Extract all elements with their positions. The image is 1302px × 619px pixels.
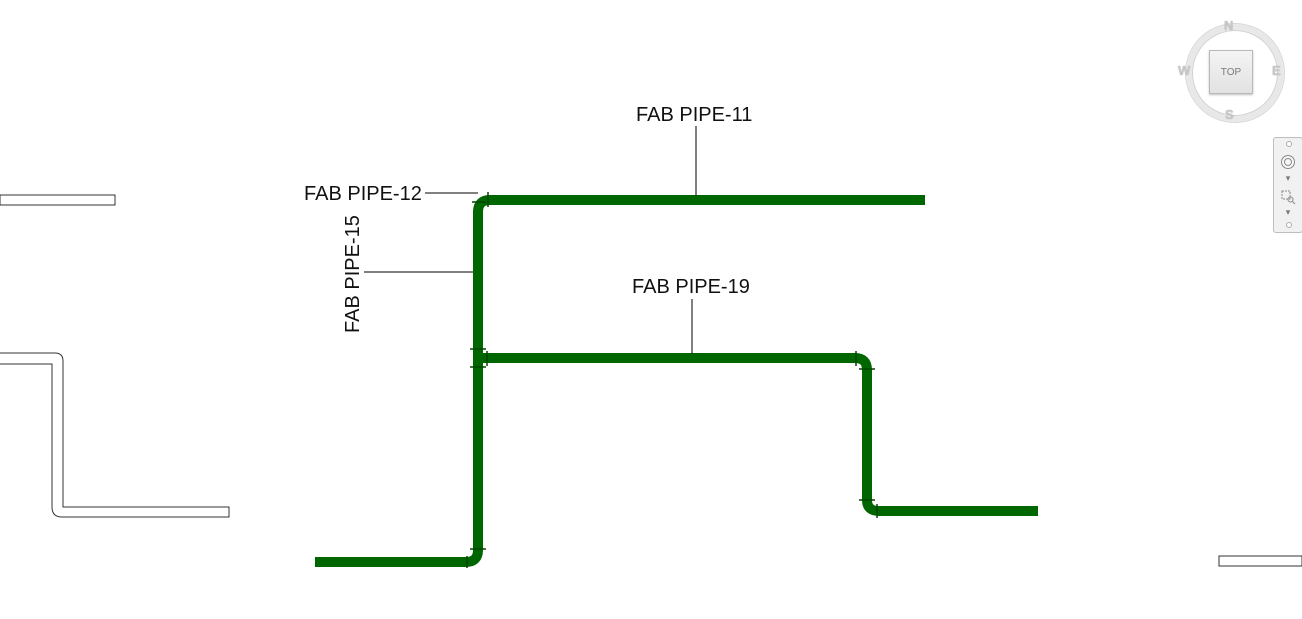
pipe-15-tag[interactable]: FAB PIPE-15 (342, 215, 364, 333)
pipe-fittings (466, 192, 878, 568)
zoom-region-icon[interactable] (1278, 188, 1298, 206)
fab-pipe-19[interactable] (478, 353, 1038, 516)
ghost-pipe-left-elbow[interactable] (0, 352, 230, 518)
chevron-down-icon[interactable]: ▾ (1285, 206, 1291, 217)
compass-north[interactable]: N (1224, 18, 1234, 33)
viewcube-top-face[interactable]: TOP (1209, 50, 1253, 94)
fab-pipe-11[interactable] (473, 195, 925, 213)
compass-east[interactable]: E (1272, 63, 1281, 78)
fab-pipe-lower[interactable] (315, 358, 483, 567)
compass-west[interactable]: W (1178, 63, 1191, 78)
pipe-11-tag[interactable]: FAB PIPE-11 (636, 104, 752, 126)
pipe-19-tag[interactable]: FAB PIPE-19 (632, 276, 750, 298)
navbar-grip-dot (1286, 222, 1292, 228)
pipe-12-tag[interactable]: FAB PIPE-12 (304, 183, 422, 205)
ghost-pipe-left-top[interactable] (0, 194, 116, 206)
compass-ring[interactable] (1186, 24, 1284, 122)
viewcube[interactable]: N S W E TOP (1178, 18, 1284, 122)
ghost-pipe-right[interactable] (1218, 555, 1302, 567)
navbar-close-dot[interactable] (1286, 141, 1292, 147)
compass-south[interactable]: S (1225, 107, 1234, 122)
steering-wheel-icon[interactable] (1278, 152, 1298, 172)
background-pipes (0, 194, 1302, 567)
navigation-bar: ▾ ▾ (1273, 137, 1302, 233)
chevron-down-icon[interactable]: ▾ (1285, 172, 1291, 183)
